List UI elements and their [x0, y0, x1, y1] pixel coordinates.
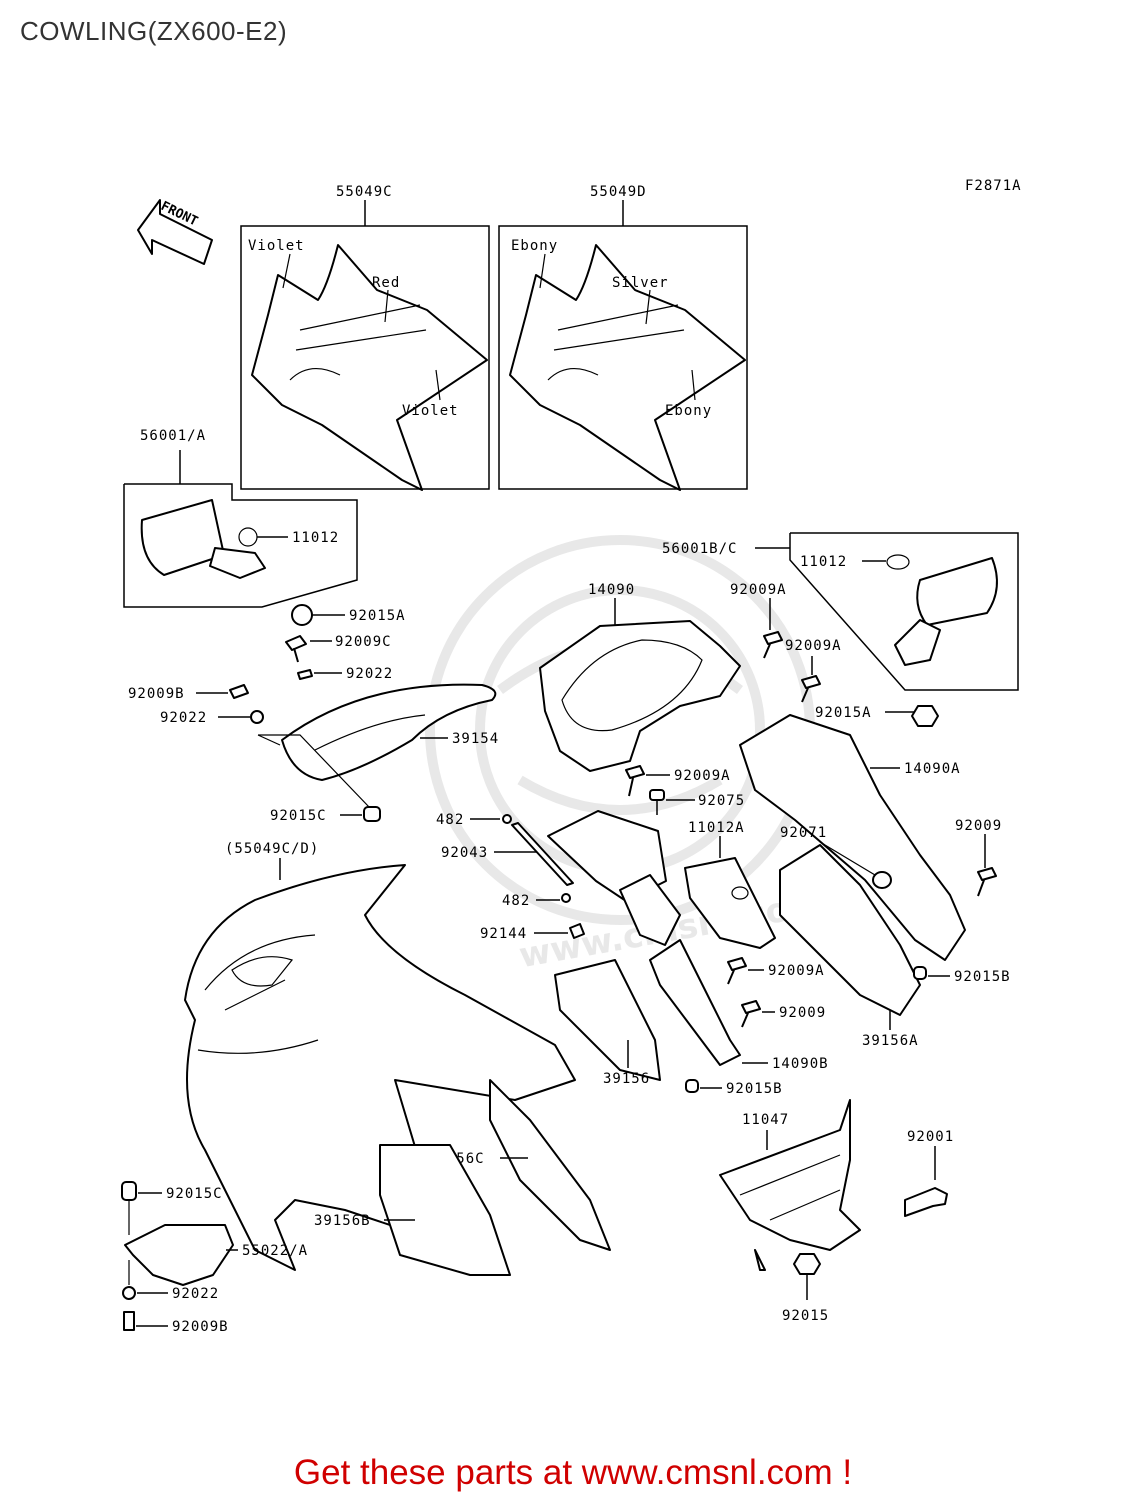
part-92015c-mid: 92015C — [270, 806, 381, 824]
part-92022-top: 92022 — [297, 666, 393, 682]
part-label[interactable]: 92144 — [480, 926, 527, 942]
part-label[interactable]: 11012A — [688, 820, 745, 836]
part-label[interactable]: 92043 — [441, 845, 488, 861]
part-label[interactable]: 92009B — [128, 686, 185, 702]
part-label[interactable]: 482 — [502, 893, 530, 909]
part-92015-bottom: 92015 — [782, 1253, 829, 1324]
page-title: COWLING(ZX600-E2) — [20, 16, 288, 46]
side-panel-14090a: 14090A — [739, 714, 966, 961]
color-label: Violet — [248, 238, 305, 254]
part-92009-right: 92009 — [955, 818, 1002, 897]
part-label[interactable]: 39154 — [452, 731, 499, 747]
part-label[interactable]: 92009C — [335, 634, 392, 650]
part-label[interactable]: 92015B — [726, 1081, 783, 1097]
part-92009b-bottom: 92009B — [123, 1311, 229, 1335]
bolt-92001: 92001 — [904, 1129, 954, 1217]
part-label[interactable]: 11047 — [742, 1112, 789, 1128]
part-label[interactable]: 92075 — [698, 793, 745, 809]
part-label[interactable]: (55049C/D) — [225, 841, 319, 857]
part-label[interactable]: 92015C — [270, 808, 327, 824]
part-label[interactable]: 92001 — [907, 1129, 954, 1145]
part-label[interactable]: 92015C — [166, 1186, 223, 1202]
part-11012a: 11012A — [684, 820, 776, 949]
front-arrow-icon: FRONT — [137, 199, 213, 265]
part-92009a-2: 92009A — [785, 638, 842, 703]
part-92071: 92071 — [780, 825, 892, 889]
part-label[interactable]: 11012 — [800, 554, 847, 570]
inner-cover-39156a: 39156A — [779, 844, 921, 1049]
inner-cover-39156b: 39156B — [314, 1144, 511, 1276]
part-label[interactable]: 56001/A — [140, 428, 206, 444]
part-label[interactable]: 14090 — [588, 582, 635, 598]
part-label[interactable]: 92071 — [780, 825, 827, 841]
part-label[interactable]: 92015A — [349, 608, 406, 624]
part-92015b-right: 92015B — [913, 966, 1011, 985]
part-label[interactable]: 92009A — [768, 963, 825, 979]
part-label[interactable]: 92022 — [346, 666, 393, 682]
part-label[interactable]: 92015A — [815, 705, 872, 721]
part-92075: 92075 — [649, 789, 745, 815]
part-92015b-mid: 92015B — [685, 1079, 783, 1097]
part-92009a-4: 92009A — [727, 957, 825, 985]
center-bracket — [547, 810, 681, 946]
footer-link[interactable]: Get these parts at www.cmsnl.com ! — [293, 1453, 853, 1492]
color-variant-box-d: 55049D Ebony Silver Ebony — [498, 184, 748, 491]
part-label[interactable]: 55049C — [336, 184, 393, 200]
part-label[interactable]: 14090A — [904, 761, 961, 777]
part-92015a-left: 92015A — [291, 604, 406, 626]
part-label[interactable]: 92022 — [160, 710, 207, 726]
right-mirror-assembly: 56001B/C 11012 — [662, 532, 1019, 691]
part-label[interactable]: 92022 — [172, 1286, 219, 1302]
part-label[interactable]: 56001B/C — [662, 541, 737, 557]
part-92015c-bottom: 92015C — [121, 1181, 223, 1235]
color-variant-box-c: 55049C Violet Red Violet — [240, 184, 490, 491]
part-92009b-mid: 92009B 92022 — [128, 684, 264, 726]
part-label[interactable]: 92015B — [954, 969, 1011, 985]
part-label[interactable]: 482 — [436, 812, 464, 828]
part-92009a-1: 92009A — [730, 582, 787, 659]
part-482-top: 482 — [436, 812, 512, 828]
inner-cover-39156: 39156 — [554, 959, 661, 1087]
part-label[interactable]: 92009 — [779, 1005, 826, 1021]
part-label[interactable]: 39156 — [603, 1071, 650, 1087]
part-92009c: 92009C — [285, 634, 392, 663]
part-label[interactable]: 92009A — [730, 582, 787, 598]
figure-code: F2871A — [965, 178, 1022, 194]
color-label: Red — [372, 275, 400, 291]
main-cowling: (55049C/D) — [184, 841, 576, 1271]
color-label: Ebony — [511, 238, 558, 254]
part-label[interactable]: 55049D — [590, 184, 647, 200]
part-92144: 92144 — [480, 923, 585, 942]
part-92015a-right: 92015A — [815, 705, 939, 727]
color-label: Silver — [612, 275, 669, 291]
bracket-14090b: 14090B — [649, 939, 829, 1072]
left-mirror-assembly: 56001/A 11012 — [123, 428, 358, 608]
part-label[interactable]: 92009A — [674, 768, 731, 784]
part-label[interactable]: 14090B — [772, 1056, 829, 1072]
windscreen-39154: 39154 — [257, 683, 499, 809]
part-label[interactable]: 92009B — [172, 1319, 229, 1335]
part-label[interactable]: 92009 — [955, 818, 1002, 834]
part-label[interactable]: 39156B — [314, 1213, 371, 1229]
part-label[interactable]: 55022/A — [242, 1243, 308, 1259]
part-label[interactable]: 92009A — [785, 638, 842, 654]
part-label[interactable]: 11012 — [292, 530, 339, 546]
color-label: Ebony — [665, 403, 712, 419]
part-92009a-3: 92009A — [625, 765, 731, 797]
part-482-bottom: 482 — [502, 893, 571, 909]
bracket-55022a: 55022/A — [124, 1224, 308, 1286]
stay-11047: 11047 — [719, 1099, 861, 1271]
part-92043: 92043 — [441, 822, 574, 886]
inner-panel-14090: 14090 — [539, 582, 741, 772]
part-92022-bottom: 92022 — [122, 1286, 219, 1302]
part-label[interactable]: 92015 — [782, 1308, 829, 1324]
part-label[interactable]: 39156A — [862, 1033, 919, 1049]
color-label: Violet — [402, 403, 459, 419]
part-92009-mid: 92009 — [741, 1000, 826, 1028]
